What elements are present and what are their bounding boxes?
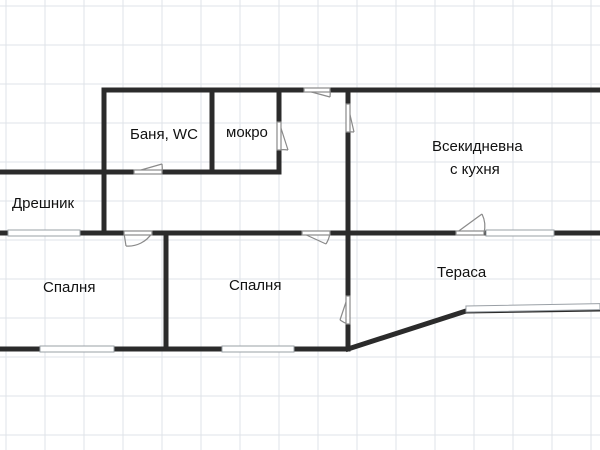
label-utility: мокро <box>226 124 268 141</box>
doors <box>123 87 486 325</box>
door-living <box>345 103 355 133</box>
label-living-line2: с кухня <box>450 161 500 178</box>
door-living-terrace <box>455 213 486 236</box>
windows <box>7 229 600 353</box>
label-wardrobe: Дрешник <box>12 195 75 212</box>
label-living: Всекидневна <box>432 138 523 155</box>
label-bedroom-middle: Спалня <box>229 277 281 294</box>
door-entrance <box>303 87 331 98</box>
door-terrace <box>339 295 351 325</box>
window-bedroom-middle <box>221 345 295 353</box>
door-bedroom-left <box>123 230 153 247</box>
label-terrace: Тераса <box>437 264 487 281</box>
window-living <box>485 229 555 237</box>
window-bedroom-left <box>39 345 115 353</box>
wall-bathroom-block <box>101 87 305 175</box>
door-bedroom-middle <box>301 230 331 245</box>
room-labels: Баня, WC мокро Всекидневна с кухня Дрешн… <box>12 124 523 296</box>
label-bedroom-left: Спалня <box>43 279 95 296</box>
label-bathroom: Баня, WC <box>130 126 198 143</box>
door-utility <box>276 121 289 151</box>
window-wardrobe <box>7 229 81 237</box>
door-bathroom <box>133 163 163 175</box>
